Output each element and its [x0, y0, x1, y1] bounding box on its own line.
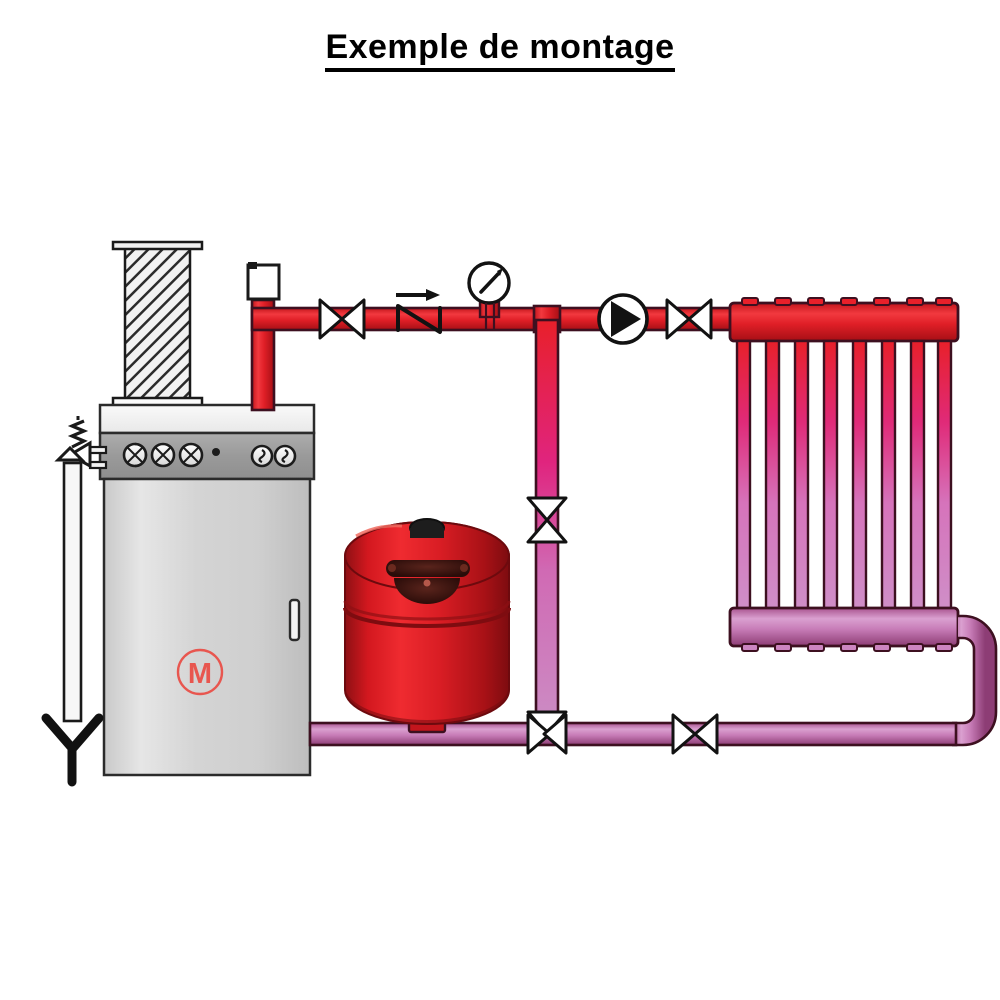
- check-valve[interactable]: [396, 289, 442, 334]
- boiler-logo-letter: M: [188, 658, 212, 690]
- three-way-valve[interactable]: [526, 710, 568, 755]
- control-knob-large[interactable]: [150, 442, 176, 468]
- boiler[interactable]: M: [98, 403, 316, 777]
- circulator-pump[interactable]: [597, 293, 649, 345]
- gate-valve-flow-2[interactable]: [665, 298, 713, 340]
- discharge-pipe: [62, 461, 83, 723]
- vessel-band: [343, 607, 511, 628]
- gate-valve-flow-1[interactable]: [318, 298, 366, 340]
- radiator-fins: [735, 339, 953, 613]
- gate-valve-bypass[interactable]: [526, 496, 568, 544]
- vessel-highlight: [355, 524, 403, 538]
- radiator-top-nubs: [741, 297, 953, 306]
- flow-direction-arrow: [396, 289, 440, 301]
- drain-funnel: [41, 713, 104, 787]
- page-title: Exemple de montage: [0, 28, 1000, 72]
- flue-pipe: [111, 240, 204, 410]
- expansion-vessel[interactable]: [343, 518, 511, 734]
- radiator-bottom-nubs: [741, 643, 953, 652]
- boiler-cabinet[interactable]: [102, 477, 312, 777]
- expansion-vessel-badge: [386, 560, 470, 604]
- return-elbow-right: [952, 614, 998, 747]
- safety-relief-valve[interactable]: [54, 416, 92, 469]
- control-knob-large[interactable]: [122, 442, 148, 468]
- boiler-brand-logo: M: [176, 648, 224, 696]
- radiator-top-manifold: [728, 301, 960, 343]
- boiler-control-panel[interactable]: [98, 431, 316, 481]
- control-knob-small[interactable]: [250, 444, 274, 468]
- pressure-gauge[interactable]: [467, 261, 511, 330]
- boiler-door-handle[interactable]: [288, 598, 301, 642]
- page-title-text: Exemple de montage: [325, 28, 675, 72]
- safety-valve-assembly[interactable]: [41, 416, 108, 787]
- radiator[interactable]: [728, 297, 960, 652]
- automatic-air-vent[interactable]: [246, 262, 281, 301]
- return-header: [308, 721, 958, 747]
- radiator-bottom-manifold: [728, 606, 960, 648]
- indicator-light: [212, 448, 220, 456]
- gate-valve-return[interactable]: [671, 713, 719, 755]
- control-knob-large[interactable]: [178, 442, 204, 468]
- control-knob-small[interactable]: [273, 444, 297, 468]
